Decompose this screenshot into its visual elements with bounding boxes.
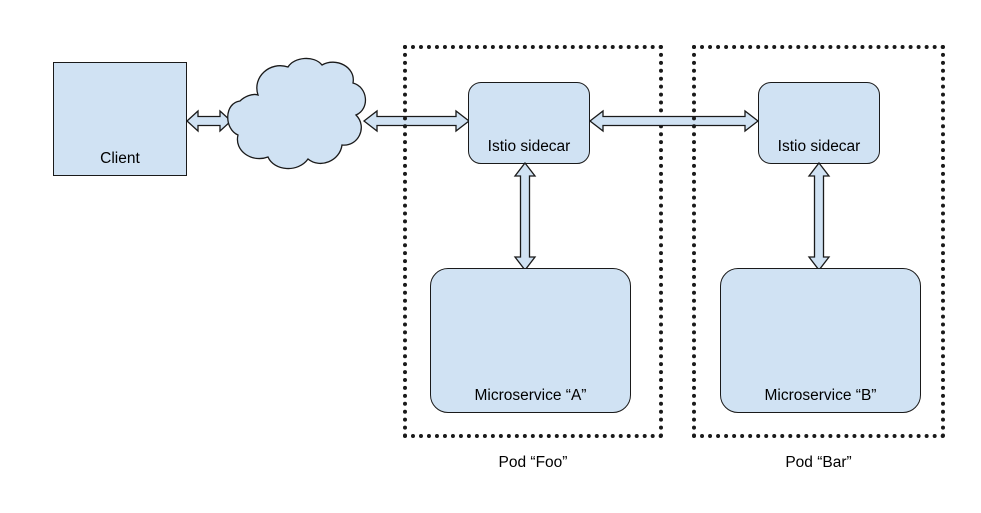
pod-foo-boundary [403,45,663,438]
pod-bar-label: Pod “Bar” [785,454,852,471]
pod-bar-boundary [692,45,945,438]
arrow-sidecar-bar-microservice-b [807,161,831,272]
node-microservice-a[interactable]: Microservice “A” [430,268,631,413]
node-microservice-b[interactable]: Microservice “B” [720,268,921,413]
arrow-sidecar-foo-microservice-a [513,161,537,272]
node-microservice-b-label: Microservice “B” [764,386,877,404]
node-client[interactable]: Client [53,62,187,176]
node-sidecar-bar[interactable]: Istio sidecar [758,82,880,164]
pod-foo-label: Pod “Foo” [498,454,568,471]
node-microservice-a-label: Microservice “A” [474,386,587,404]
node-sidecar-foo-label: Istio sidecar [487,137,571,155]
node-sidecar-foo[interactable]: Istio sidecar [468,82,590,164]
node-sidecar-bar-label: Istio sidecar [777,137,861,155]
node-cloud[interactable] [222,55,370,173]
node-client-label: Client [100,149,140,167]
